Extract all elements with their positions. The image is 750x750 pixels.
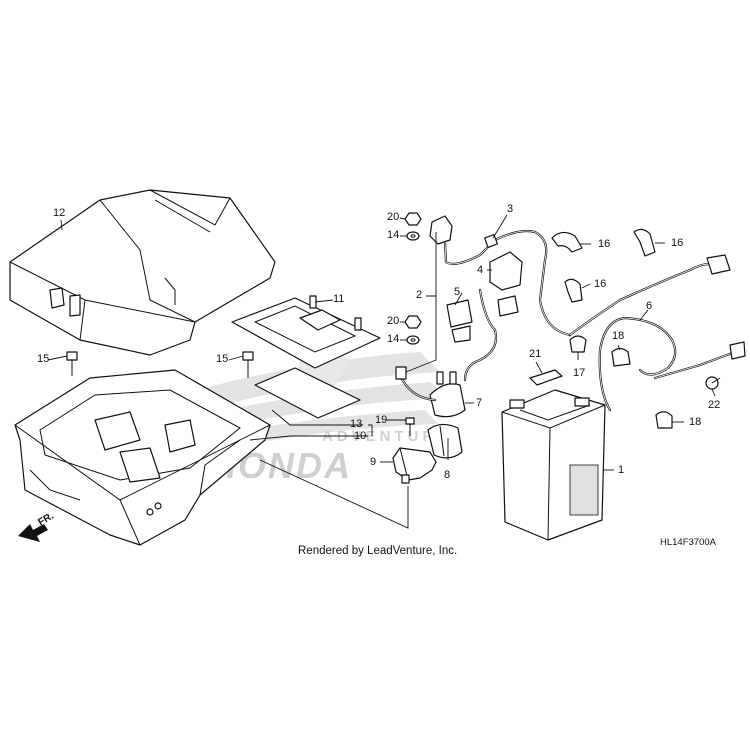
part-6-cable[interactable] (598, 316, 746, 412)
part-18-clip-upper[interactable] (611, 347, 631, 367)
part-10-battery-box[interactable] (14, 369, 271, 546)
part-18-clip-lower[interactable] (655, 411, 673, 429)
callout-14-upper[interactable]: 14 (387, 229, 400, 241)
part-12-plate[interactable] (231, 295, 381, 369)
part-5-fuse-box[interactable] (446, 299, 473, 343)
part-11-battery-cover[interactable] (9, 189, 276, 356)
part-1-battery[interactable] (501, 389, 606, 541)
callout-20-lower[interactable]: 20 (387, 315, 400, 327)
callout-18-lower[interactable]: 18 (689, 416, 702, 428)
part-8-holder[interactable] (427, 423, 463, 459)
callout-22[interactable]: 22 (708, 399, 721, 411)
part-15-bolt-right[interactable] (242, 351, 254, 378)
part-15-bolt-left[interactable] (66, 351, 78, 376)
callout-16-c[interactable]: 16 (594, 278, 607, 290)
part-20-nut-lower[interactable] (404, 315, 422, 329)
part-7-starter-relay[interactable] (395, 366, 466, 418)
callout-13[interactable]: 13 (350, 418, 363, 430)
callout-15-left[interactable]: 15 (37, 353, 50, 365)
diagram-code: HL14F3700A (660, 537, 716, 548)
part-14-washer-lower[interactable] (406, 335, 420, 345)
callout-16-a[interactable]: 16 (598, 238, 611, 250)
part-13-sheet[interactable] (254, 367, 361, 419)
front-arrow-icon (18, 524, 48, 542)
part-16-clamp-b[interactable] (633, 228, 656, 257)
part-22-bolt[interactable] (705, 376, 721, 390)
callout-3[interactable]: 3 (507, 203, 514, 215)
callout-12[interactable]: 11 (333, 293, 345, 305)
part-3-wire-harness[interactable] (429, 215, 731, 382)
callout-19[interactable]: 19 (375, 414, 388, 426)
callout-17[interactable]: 17 (573, 367, 586, 379)
callout-20-upper[interactable]: 20 (387, 211, 400, 223)
part-19-screw[interactable] (405, 417, 415, 436)
part-21-band[interactable] (529, 369, 563, 386)
callout-14-lower[interactable]: 14 (387, 333, 400, 345)
rendered-by-credit: Rendered by LeadVenture, Inc. (298, 545, 458, 557)
leader-lines (47, 214, 716, 529)
callout-10[interactable]: 10 (354, 430, 367, 442)
watermark-text-2: ADVENTURE (322, 428, 451, 445)
callout-9[interactable]: 9 (370, 456, 377, 468)
callout-21[interactable]: 21 (529, 348, 542, 360)
callout-18-upper[interactable]: 18 (612, 330, 625, 342)
callout-15-right[interactable]: 15 (216, 353, 229, 365)
part-4-fuse-cover[interactable] (489, 251, 523, 317)
callout-1[interactable]: 1 (618, 464, 625, 476)
part-9-bracket[interactable] (392, 447, 437, 484)
callout-4[interactable]: 4 (477, 264, 484, 276)
part-17-grommet[interactable] (569, 335, 587, 353)
callout-5[interactable]: 5 (454, 286, 461, 298)
callout-8[interactable]: 8 (444, 469, 451, 481)
part-16-clamp-c[interactable] (564, 278, 583, 303)
callout-6[interactable]: 6 (646, 300, 653, 312)
callout-11[interactable]: 12 (53, 207, 66, 219)
part-16-clamp-a[interactable] (551, 231, 583, 253)
callout-16-b[interactable]: 16 (671, 237, 684, 249)
part-20-nut-upper[interactable] (404, 212, 422, 226)
callout-7[interactable]: 7 (476, 397, 483, 409)
part-14-washer-upper[interactable] (406, 231, 420, 241)
callout-2[interactable]: 2 (416, 289, 423, 301)
